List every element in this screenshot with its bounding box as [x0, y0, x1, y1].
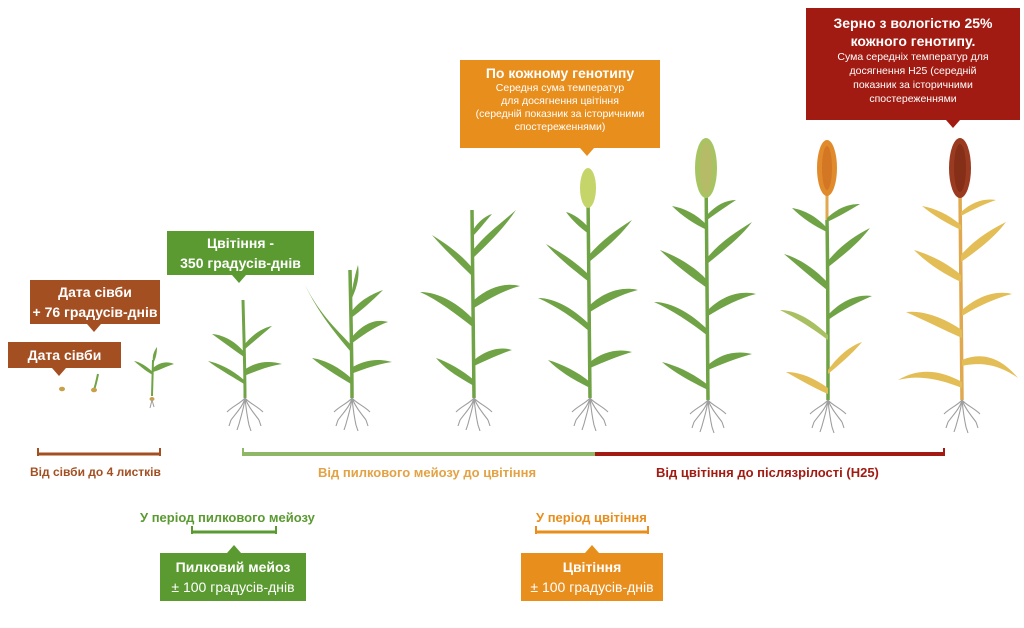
flowering-box: Цвітіння ± 100 градусів-днів [521, 553, 663, 601]
mature-plant [898, 138, 1018, 434]
flowering-to-h25-bracket [595, 448, 945, 456]
meiosis-to-flowering-bracket [242, 448, 595, 456]
grain-body-3: показник за історичними [853, 79, 973, 91]
meiosis-period-label: У період пилкового мейозу [140, 510, 315, 525]
germinated-seed [91, 373, 99, 393]
flowering-plant [538, 168, 638, 432]
sowing-to-4leaves-bracket [37, 448, 161, 456]
tall-plant [420, 209, 520, 432]
flowering-box-value: ± 100 градусів-днів [530, 579, 654, 595]
pollen-meiosis-box: Пилковий мейоз ± 100 градусів-днів [160, 553, 306, 601]
flowering-box-pointer [585, 545, 599, 553]
genotype-callout: По кожному генотипу Середня сума темпера… [460, 60, 660, 148]
grain-title-1: Зерно з вологістю 25% [833, 15, 993, 31]
genotype-title: По кожному генотипу [485, 65, 635, 81]
genotype-pointer [580, 148, 594, 156]
sowing-76-callout: Дата сівби + 76 градусів-днів [30, 280, 160, 324]
pollen-meiosis-value: ± 100 градусів-днів [171, 579, 295, 595]
grain-body-4: спостереженнями [869, 93, 957, 105]
grain-pointer [946, 120, 960, 128]
panicle-plant [654, 138, 756, 434]
sowing-76-pointer [87, 324, 101, 332]
phase-sowing-to-4leaves: Від сівби до 4 листків [30, 465, 161, 479]
flowering-350-pointer [232, 275, 246, 283]
flowering-350-line1: Цвітіння - [206, 235, 275, 251]
seed [59, 386, 65, 392]
genotype-body-2: для досягнення цвітіння [501, 95, 619, 107]
grain-moisture-callout: Зерно з вологістю 25% кожного генотипу. … [806, 8, 1020, 120]
genotype-body-4: спостереженнями) [514, 121, 606, 133]
meiosis-period-bracket [191, 526, 277, 534]
flowering-350-callout: Цвітіння - 350 градусів-днів [167, 231, 314, 275]
sowing-date-label: Дата сівби [27, 347, 102, 363]
sowing-date-pointer [52, 368, 66, 376]
ripening-plant [780, 140, 872, 434]
flowering-box-title: Цвітіння [562, 559, 622, 575]
meiosis-box-pointer [227, 545, 241, 553]
flowering-350-line2: 350 градусів-днів [180, 255, 301, 271]
grain-body-1: Сума середніх температур для [837, 51, 989, 63]
vegetative-plant [305, 265, 392, 432]
flowering-period-label: У період цвітіння [536, 510, 647, 525]
phase-flowering-to-h25: Від цвітіння до післязрілості (H25) [656, 465, 879, 480]
sowing-76-line1: Дата сівби [58, 284, 132, 300]
seedling [134, 347, 174, 409]
genotype-body-1: Середня сума температур [495, 82, 625, 94]
flowering-period-bracket [535, 526, 649, 534]
pollen-meiosis-title: Пилковий мейоз [175, 559, 291, 575]
grain-title-2: кожного генотипу. [850, 33, 976, 49]
sowing-76-line2: + 76 градусів-днів [32, 304, 158, 320]
four-leaf-plant [208, 299, 282, 432]
phase-meiosis-to-flowering: Від пилкового мейозу до цвітіння [318, 465, 537, 480]
genotype-body-3: (середній показник за історичними [475, 108, 645, 120]
sowing-date-callout: Дата сівби [8, 342, 121, 368]
grain-body-2: досягнення H25 (середній [849, 65, 977, 77]
